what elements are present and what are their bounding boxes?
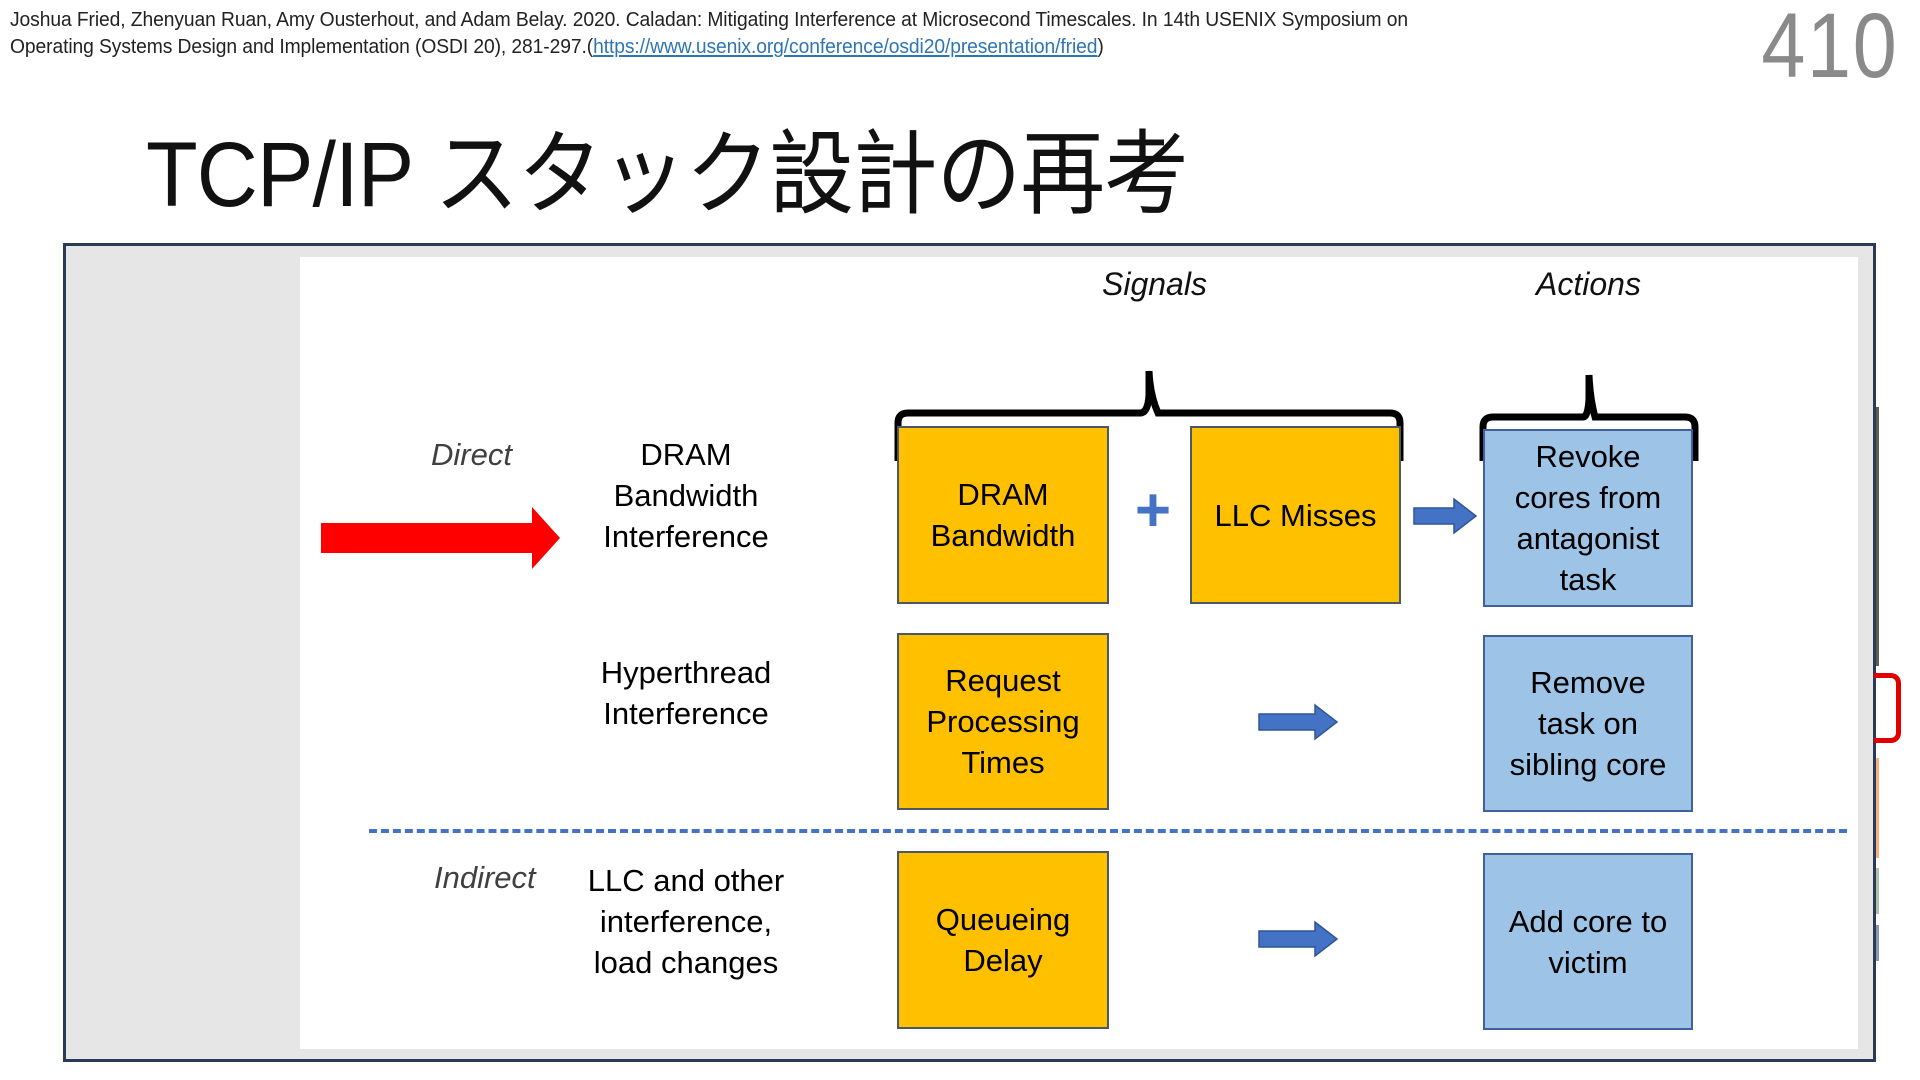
slide-title: TCP/IP スタック設計の再考: [146, 124, 1189, 226]
signal-box-llc-misses: LLC Misses: [1190, 426, 1401, 604]
signal-box-request-processing-times: Request Processing Times: [897, 633, 1109, 810]
arrow-right-icon: [1258, 920, 1339, 958]
edge-strip-slate: [1876, 925, 1879, 961]
citation-line-1: Joshua Fried, Zhenyuan Ruan, Amy Ousterh…: [10, 8, 1408, 31]
category-direct: Direct: [431, 437, 512, 472]
signal-line: Queueing: [935, 902, 1071, 937]
citation-close-paren: ): [1097, 35, 1104, 58]
actions-header: Actions: [1536, 266, 1641, 302]
edge-strip-green: [1876, 868, 1879, 914]
category-indirect: Indirect: [434, 860, 536, 895]
interference-line: Interference: [603, 696, 769, 731]
action-box-add-core: Add core to victim: [1483, 853, 1693, 1030]
arrow-right-icon: [1258, 703, 1339, 741]
action-line: cores from: [1514, 480, 1662, 515]
signals-brace-icon: [894, 370, 1404, 461]
interference-label: Hyperthread Interference: [566, 652, 806, 734]
action-line: Revoke: [1535, 439, 1641, 474]
edge-strip-orange: [1876, 758, 1879, 858]
signal-line: Bandwidth: [930, 518, 1076, 553]
citation-line-2: Operating Systems Design and Implementat…: [10, 33, 1408, 60]
plus-icon: +: [1134, 476, 1172, 545]
signal-box-queueing-delay: Queueing Delay: [897, 851, 1109, 1029]
arrow-right-icon: [1413, 497, 1478, 535]
interference-line: interference,: [599, 904, 773, 939]
direct-indirect-divider: [369, 829, 1847, 833]
action-line: Remove: [1530, 665, 1646, 700]
citation: Joshua Fried, Zhenyuan Ruan, Amy Ousterh…: [10, 6, 1408, 60]
interference-line: LLC and other: [587, 863, 785, 898]
signal-line: Delay: [963, 943, 1043, 978]
signal-box-dram-bandwidth: DRAM Bandwidth: [897, 426, 1109, 604]
action-line: sibling core: [1509, 747, 1667, 782]
interference-label: LLC and other interference, load changes: [566, 860, 806, 983]
action-line: Add core to: [1508, 903, 1668, 939]
interference-line: Interference: [603, 519, 769, 554]
signal-line: Request: [945, 663, 1061, 698]
action-box-revoke-cores: Revoke cores from antagonist task: [1483, 429, 1693, 607]
interference-line: DRAM: [640, 437, 732, 472]
action-line: antagonist: [1516, 521, 1660, 556]
interference-label: DRAM Bandwidth Interference: [566, 434, 806, 557]
citation-text: Operating Systems Design and Implementat…: [10, 35, 594, 58]
action-line: task on: [1538, 706, 1638, 741]
signals-header: Signals: [1102, 266, 1207, 302]
action-line: victim: [1548, 944, 1628, 980]
interference-line: Bandwidth: [613, 478, 759, 513]
edge-red-bracket: [1874, 673, 1901, 743]
action-box-remove-task: Remove task on sibling core: [1483, 635, 1693, 812]
citation-link[interactable]: https://www.usenix.org/conference/osdi20…: [593, 35, 1098, 58]
actions-brace-icon: [1479, 374, 1699, 461]
signal-line: Processing: [926, 704, 1080, 739]
page-number: 410: [1760, 0, 1898, 97]
signal-line: DRAM: [957, 477, 1049, 512]
highlight-arrow-icon: [321, 507, 560, 569]
edge-strip-gray: [1876, 407, 1879, 666]
interference-line: Hyperthread: [600, 655, 772, 690]
interference-line: load changes: [593, 945, 779, 980]
action-line: task: [1559, 562, 1617, 597]
signal-line: LLC Misses: [1214, 497, 1377, 533]
signal-line: Times: [961, 745, 1045, 780]
